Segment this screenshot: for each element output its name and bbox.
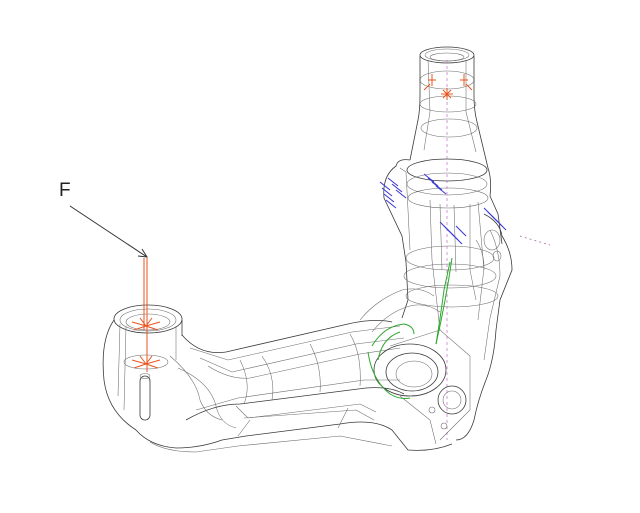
vertical-column [383, 46, 551, 441]
force-label: F [59, 180, 71, 201]
load-marker-icon [131, 74, 473, 372]
horizontal-arm [135, 288, 453, 453]
left-boss [102, 304, 183, 431]
constraint-hatch-icon [379, 173, 507, 245]
force-arrow-icon [69, 205, 148, 258]
lower-boss [367, 257, 471, 445]
